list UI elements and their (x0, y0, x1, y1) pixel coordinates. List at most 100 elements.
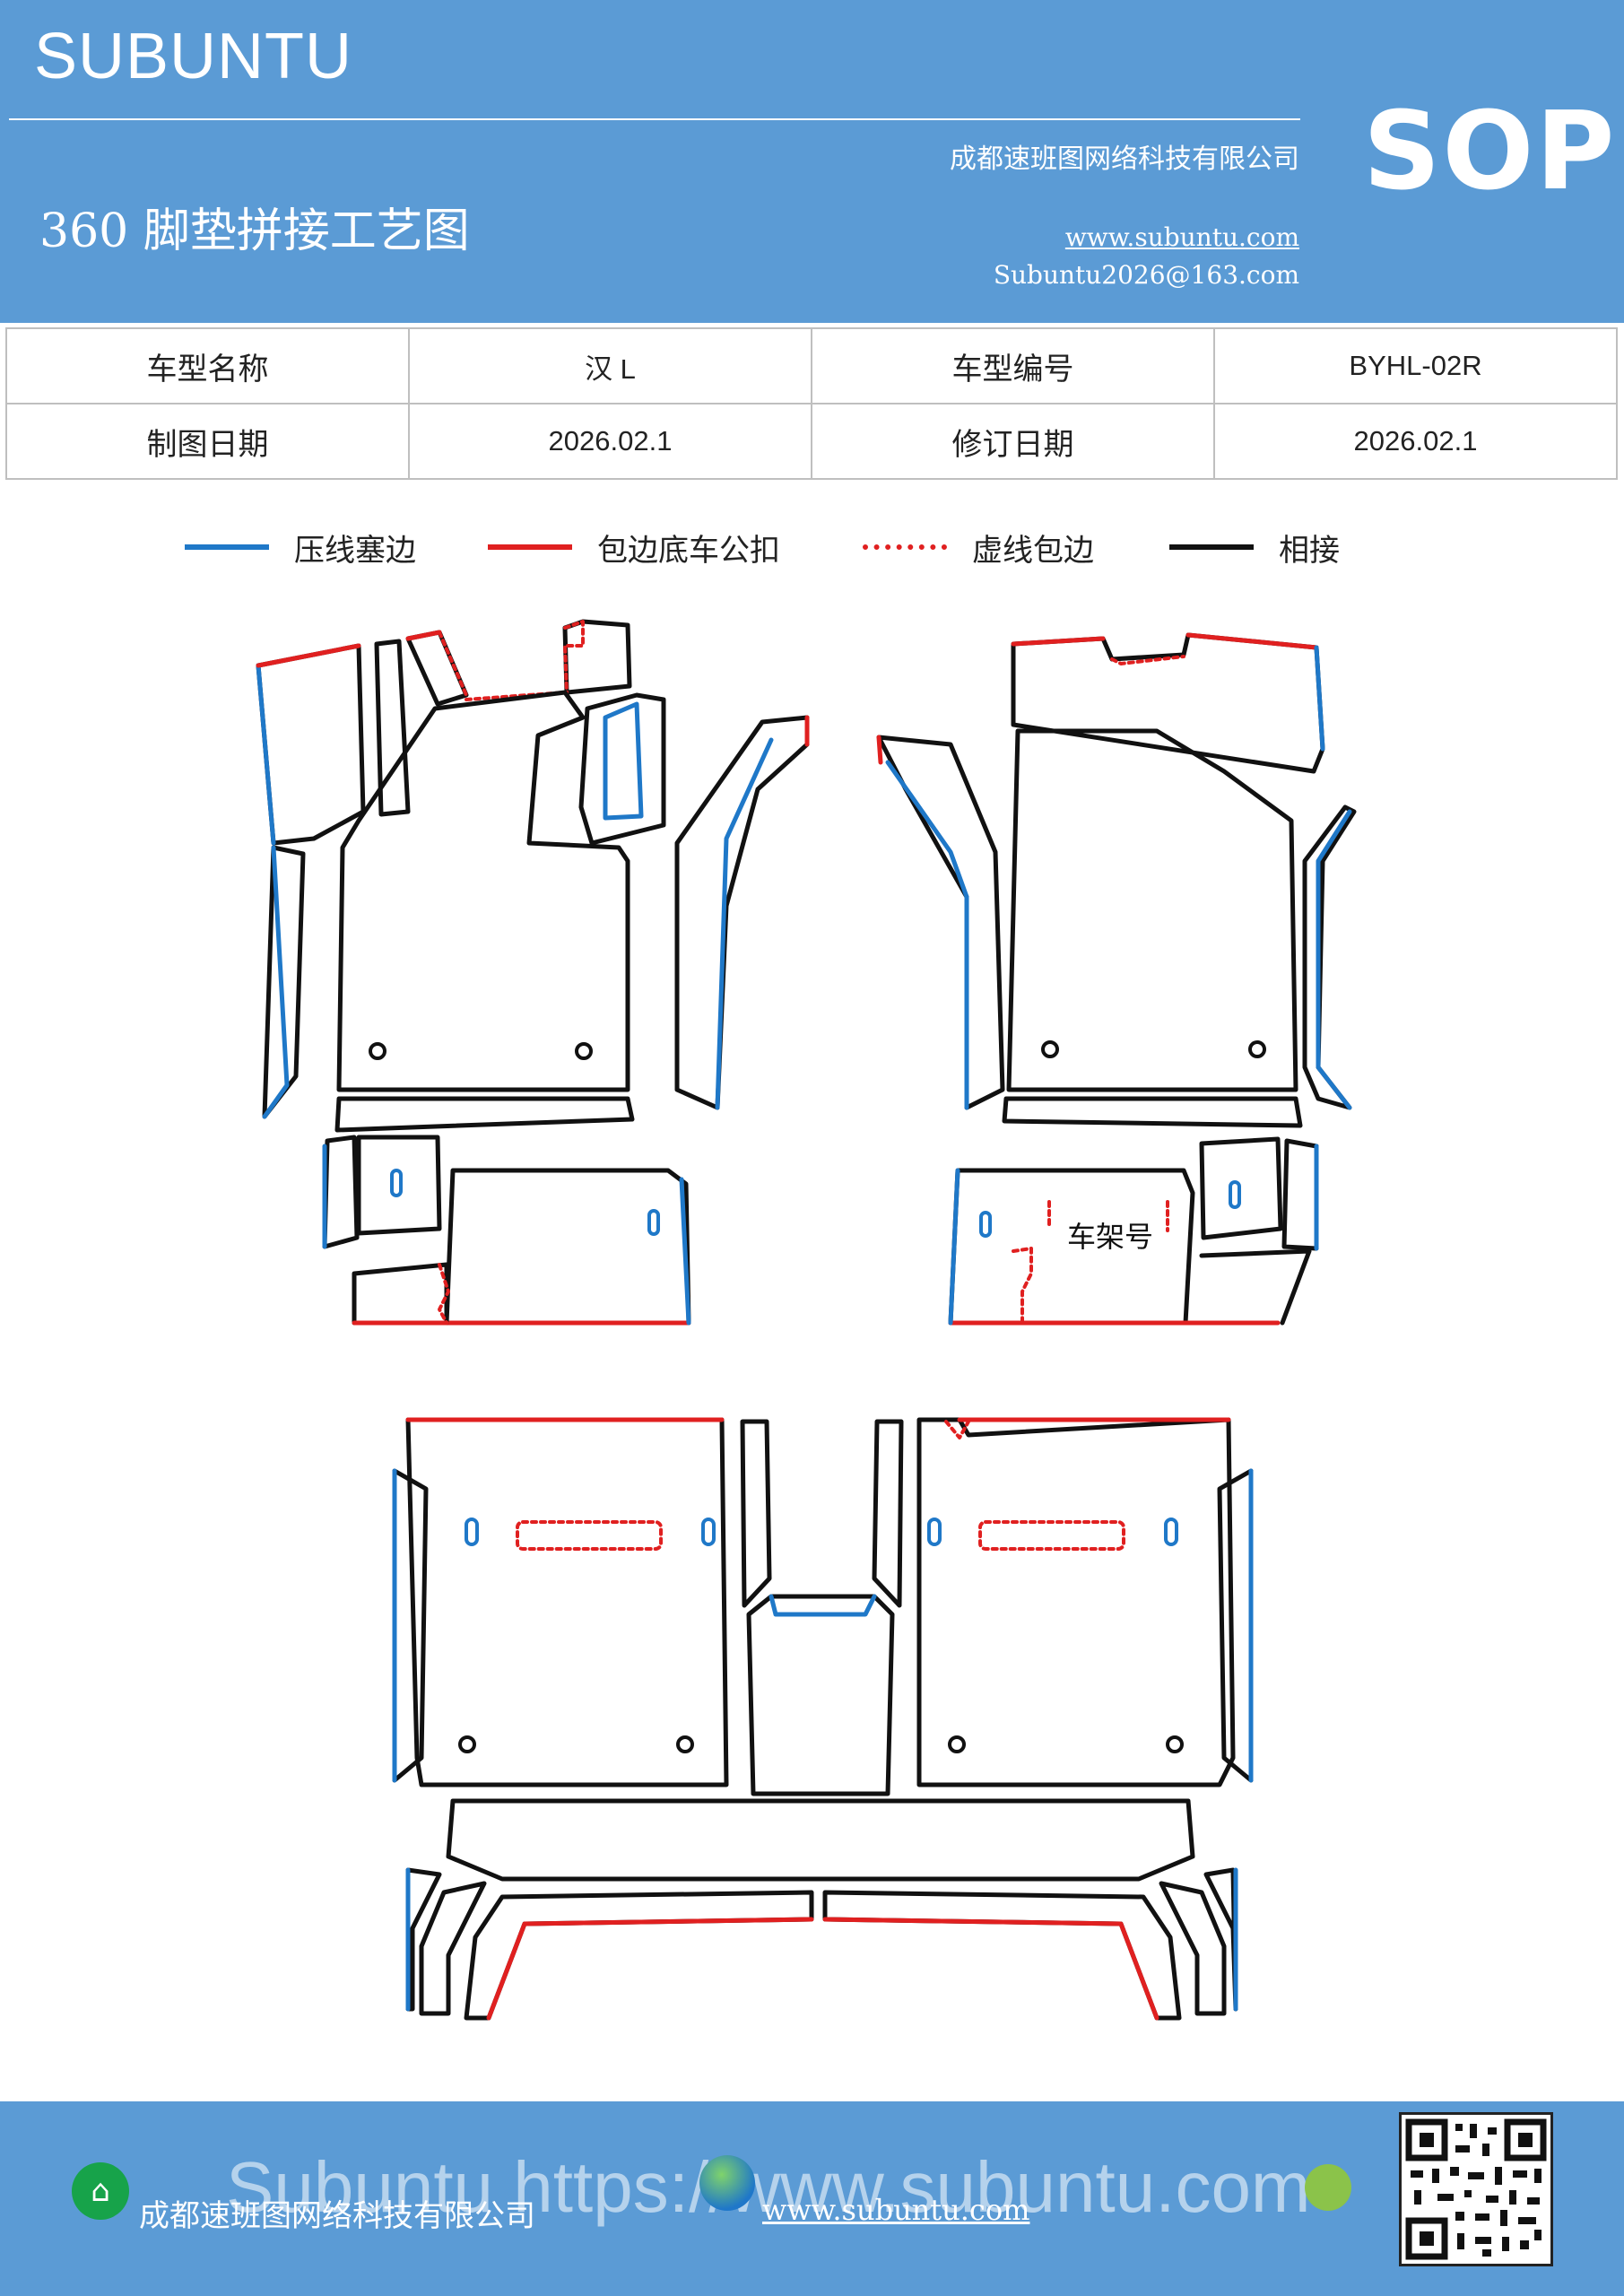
mat-piece (1199, 1248, 1312, 1326)
company-logo-icon: ⌂ (72, 2162, 129, 2220)
table-row: 制图日期 2026.02.1 修订日期 2026.02.1 (5, 403, 1618, 480)
edge-blue (679, 1177, 691, 1326)
page-title: 360 脚垫拼接工艺图 (39, 204, 470, 258)
edge-red-dotted (438, 1263, 450, 1325)
table-cell-label: 修订日期 (811, 403, 1215, 480)
mat-piece (405, 630, 469, 707)
fixing-hole (1166, 1735, 1184, 1753)
mat-piece (578, 692, 666, 846)
fixing-hole (1248, 1040, 1266, 1058)
mat-piece (322, 1135, 360, 1249)
edge-red (822, 1917, 1159, 2021)
clip-slot (927, 1518, 942, 1546)
header: SUBUNTU 成都速班图网络科技有限公司 360 脚垫拼接工艺图 www.su… (0, 0, 1624, 323)
dotted-rect (516, 1520, 663, 1551)
mat-piece (444, 1168, 691, 1326)
edge-blue (885, 760, 969, 1110)
mat-piece (872, 1419, 904, 1608)
mat-piece (916, 1417, 1236, 1787)
legend-swatch-black (1169, 544, 1254, 550)
edge-blue (769, 1594, 877, 1617)
mat-piece (740, 1419, 772, 1608)
legend-swatch-red (488, 544, 572, 550)
edge-blue (256, 663, 276, 846)
legend-item: 包边底车公扣 (488, 525, 780, 570)
wechat-icon (1305, 2164, 1351, 2211)
dotted-rect (978, 1520, 1125, 1551)
footer-website-link[interactable]: www.subuntu.com (762, 2193, 1030, 2227)
legend-swatch-red-dotted (863, 544, 947, 550)
mat-piece (256, 643, 366, 846)
legend: 压线塞边 包边底车公扣 虚线包边 相接 (0, 525, 1624, 570)
fixing-hole (676, 1735, 694, 1753)
table-cell-value: BYHL-02R (1213, 327, 1618, 404)
table-cell-label: 制图日期 (5, 403, 410, 480)
info-table: 车型名称 汉 L 车型编号 BYHL-02R 制图日期 2026.02.1 修订… (5, 327, 1618, 480)
table-cell-value: 2026.02.1 (408, 403, 812, 480)
fixing-hole (575, 1042, 593, 1060)
rear-mat-group (392, 1417, 1254, 2021)
footer-company: 成都速班图网络科技有限公司 (139, 2198, 535, 2234)
mat-piece (334, 1096, 635, 1133)
mat-piece (1002, 1096, 1303, 1128)
qr-code-icon (1405, 2118, 1547, 2260)
mat-piece (356, 1135, 442, 1236)
header-rule (9, 118, 1300, 120)
mat-piece (1199, 1136, 1283, 1240)
edge-blue (715, 737, 774, 1110)
mat-piece (352, 1262, 449, 1326)
edge-red-dotted (944, 1420, 970, 1439)
footer-watermark: Subuntu https://www.subuntu.com (226, 2147, 1311, 2227)
clip-slot (1229, 1180, 1241, 1209)
edge-red-dotted (438, 631, 468, 697)
front-left-mat-group (256, 619, 810, 1326)
mat-piece (419, 1881, 487, 2016)
mat-piece (446, 1798, 1195, 1882)
edge-blue (262, 845, 290, 1119)
edge-blue (948, 1168, 960, 1326)
edge-red-dotted (563, 620, 585, 694)
edge-blue (1316, 809, 1352, 1110)
clip-slot (465, 1518, 479, 1546)
legend-swatch-blue (185, 544, 269, 550)
front-right-mat-group (876, 632, 1357, 1326)
clip-slot (701, 1518, 716, 1546)
legend-label: 相接 (1279, 532, 1340, 569)
fixing-hole (369, 1042, 386, 1060)
edge-red (876, 735, 883, 765)
mat-piece (464, 1890, 814, 2021)
mat-piece (1159, 1881, 1227, 2016)
mat-piece (262, 845, 306, 1119)
legend-label: 包边底车公扣 (597, 532, 780, 569)
clip-slot (390, 1169, 403, 1197)
mat-piece (674, 715, 810, 1110)
mat-piece (1011, 632, 1325, 774)
edge-red (1011, 632, 1319, 650)
mat-piece (405, 1417, 729, 1787)
mat-piece (1217, 1468, 1254, 1783)
mat-piece (1006, 728, 1298, 1092)
clip-slot (979, 1211, 992, 1238)
table-cell-label: 车型名称 (5, 327, 410, 404)
frame-number-label: 车架号 (1067, 1220, 1153, 1254)
legend-label: 压线塞边 (294, 532, 416, 569)
email-address[interactable]: Subuntu2026@163.com (993, 260, 1299, 290)
table-row: 车型名称 汉 L 车型编号 BYHL-02R (5, 327, 1618, 404)
edge-red (256, 643, 361, 668)
website-link[interactable]: www.subuntu.com (1064, 222, 1299, 252)
fixing-hole (948, 1735, 966, 1753)
table-cell-value: 2026.02.1 (1213, 403, 1618, 480)
legend-item: 压线塞边 (185, 525, 416, 570)
clip-slot (647, 1209, 660, 1236)
mat-piece (1302, 804, 1357, 1110)
fixing-hole (1041, 1040, 1059, 1058)
mat-piece (876, 735, 1005, 1110)
legend-item: 相接 (1169, 525, 1340, 570)
globe-icon (699, 2155, 755, 2211)
mat-piece (746, 1594, 895, 1796)
legend-item: 虚线包边 (863, 525, 1094, 570)
mat-piece (336, 690, 630, 1092)
edge-red-dotted (1110, 655, 1185, 665)
mat-piece (562, 619, 632, 695)
edge-red (486, 1917, 814, 2021)
